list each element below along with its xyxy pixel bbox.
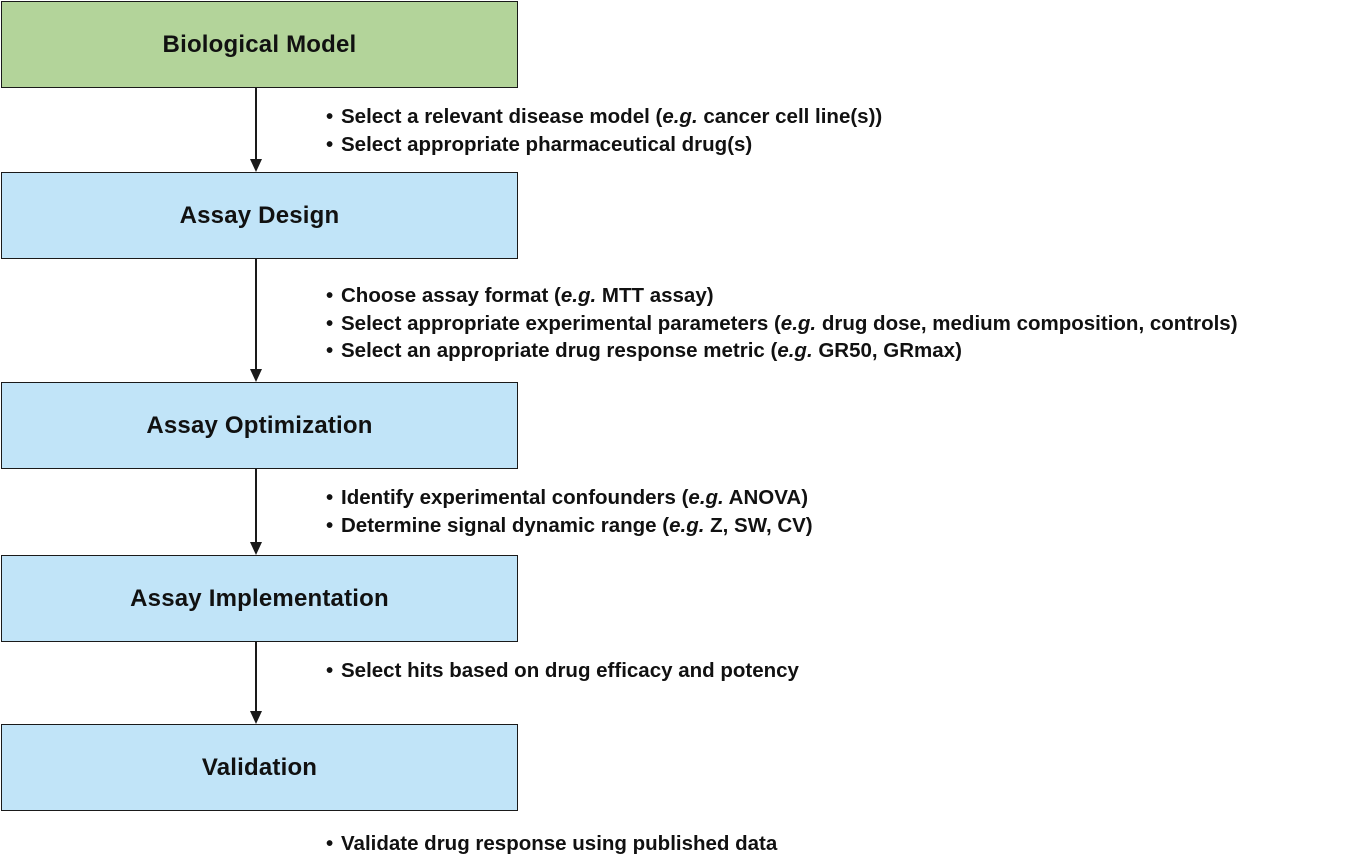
note-item: •Determine signal dynamic range (e.g. Z,… — [326, 512, 813, 540]
arrow-down-icon — [250, 369, 262, 382]
bullet-icon: • — [326, 513, 334, 537]
connector-line — [255, 259, 257, 370]
arrow-down-icon — [250, 711, 262, 724]
bullet-icon: • — [326, 132, 334, 156]
stage-notes-assay-implementation: •Select hits based on drug efficacy and … — [326, 657, 799, 685]
connector-line — [255, 88, 257, 160]
stage-title: Validation — [201, 753, 318, 781]
bullet-icon: • — [326, 284, 334, 307]
stage-title: Assay Optimization — [146, 411, 373, 439]
stage-box-validation: Validation — [1, 724, 518, 811]
bullet-icon: • — [326, 486, 334, 509]
note-item: •Select appropriate pharmaceutical drug(… — [326, 131, 882, 159]
stage-notes-biological-model: •Select a relevant disease model (e.g. c… — [326, 103, 882, 158]
stage-notes-assay-optimization: •Identify experimental confounders (e.g.… — [326, 484, 813, 539]
stage-box-assay-design: Assay Design — [1, 172, 518, 259]
arrow-down-icon — [250, 542, 262, 555]
stage-title: Assay Implementation — [130, 584, 389, 612]
note-item: •Select hits based on drug efficacy and … — [326, 657, 799, 685]
arrow-down-icon — [250, 159, 262, 172]
bullet-icon: • — [326, 311, 334, 335]
bullet-icon: • — [326, 832, 334, 855]
stage-notes-assay-design: •Choose assay format (e.g. MTT assay) •S… — [326, 282, 1238, 365]
stage-box-assay-implementation: Assay Implementation — [1, 555, 518, 642]
note-item: •Select an appropriate drug response met… — [326, 337, 1238, 365]
stage-box-assay-optimization: Assay Optimization — [1, 382, 518, 469]
bullet-icon: • — [326, 339, 334, 362]
bullet-icon: • — [326, 105, 334, 128]
note-item: •Select a relevant disease model (e.g. c… — [326, 103, 882, 131]
stage-box-biological-model: Biological Model — [1, 1, 518, 88]
stage-title: Biological Model — [162, 30, 357, 58]
connector-line — [255, 642, 257, 712]
connector-line — [255, 469, 257, 543]
note-item: •Identify experimental confounders (e.g.… — [326, 484, 813, 512]
note-item: •Select appropriate experimental paramet… — [326, 310, 1238, 338]
note-item: •Choose assay format (e.g. MTT assay) — [326, 282, 1238, 310]
stage-title: Assay Design — [179, 201, 340, 229]
bullet-icon: • — [326, 659, 334, 682]
stage-notes-validation: •Validate drug response using published … — [326, 830, 777, 858]
note-item: •Validate drug response using published … — [326, 830, 777, 858]
